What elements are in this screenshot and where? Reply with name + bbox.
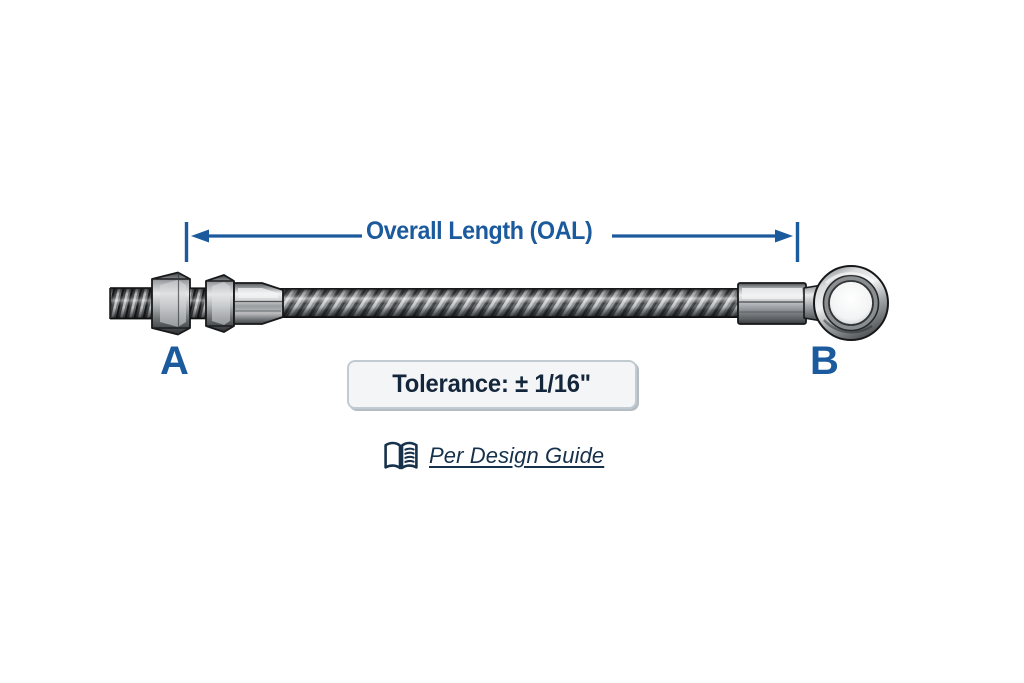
dimension-label: Overall Length (OAL) (366, 217, 593, 245)
hex-jam-nut (205, 274, 235, 333)
threaded-stud-icon (109, 287, 152, 320)
arrowhead-right-icon (775, 229, 793, 243)
wire-rope-cable (246, 288, 746, 318)
open-book-icon (384, 441, 418, 470)
threaded-stud-assembly (109, 271, 284, 336)
end-label-a: A (160, 339, 189, 383)
swage-fitting-left (233, 282, 284, 325)
dimension-line-group (184, 222, 800, 262)
end-label-b: B (810, 339, 839, 383)
tolerance-label: Tolerance: ± 1/16" (392, 370, 592, 398)
design-guide-link[interactable]: Per Design Guide (383, 441, 604, 471)
eye-ring-icon (813, 265, 889, 341)
hex-nut-outer (151, 271, 191, 336)
eye-terminal-assembly (737, 265, 889, 341)
swage-sleeve-right (737, 282, 807, 325)
thread-between-nuts (190, 287, 208, 320)
design-guide-label[interactable]: Per Design Guide (429, 443, 605, 468)
arrowhead-left-icon (191, 229, 209, 243)
tolerance-callout: Tolerance: ± 1/16" (347, 360, 637, 409)
